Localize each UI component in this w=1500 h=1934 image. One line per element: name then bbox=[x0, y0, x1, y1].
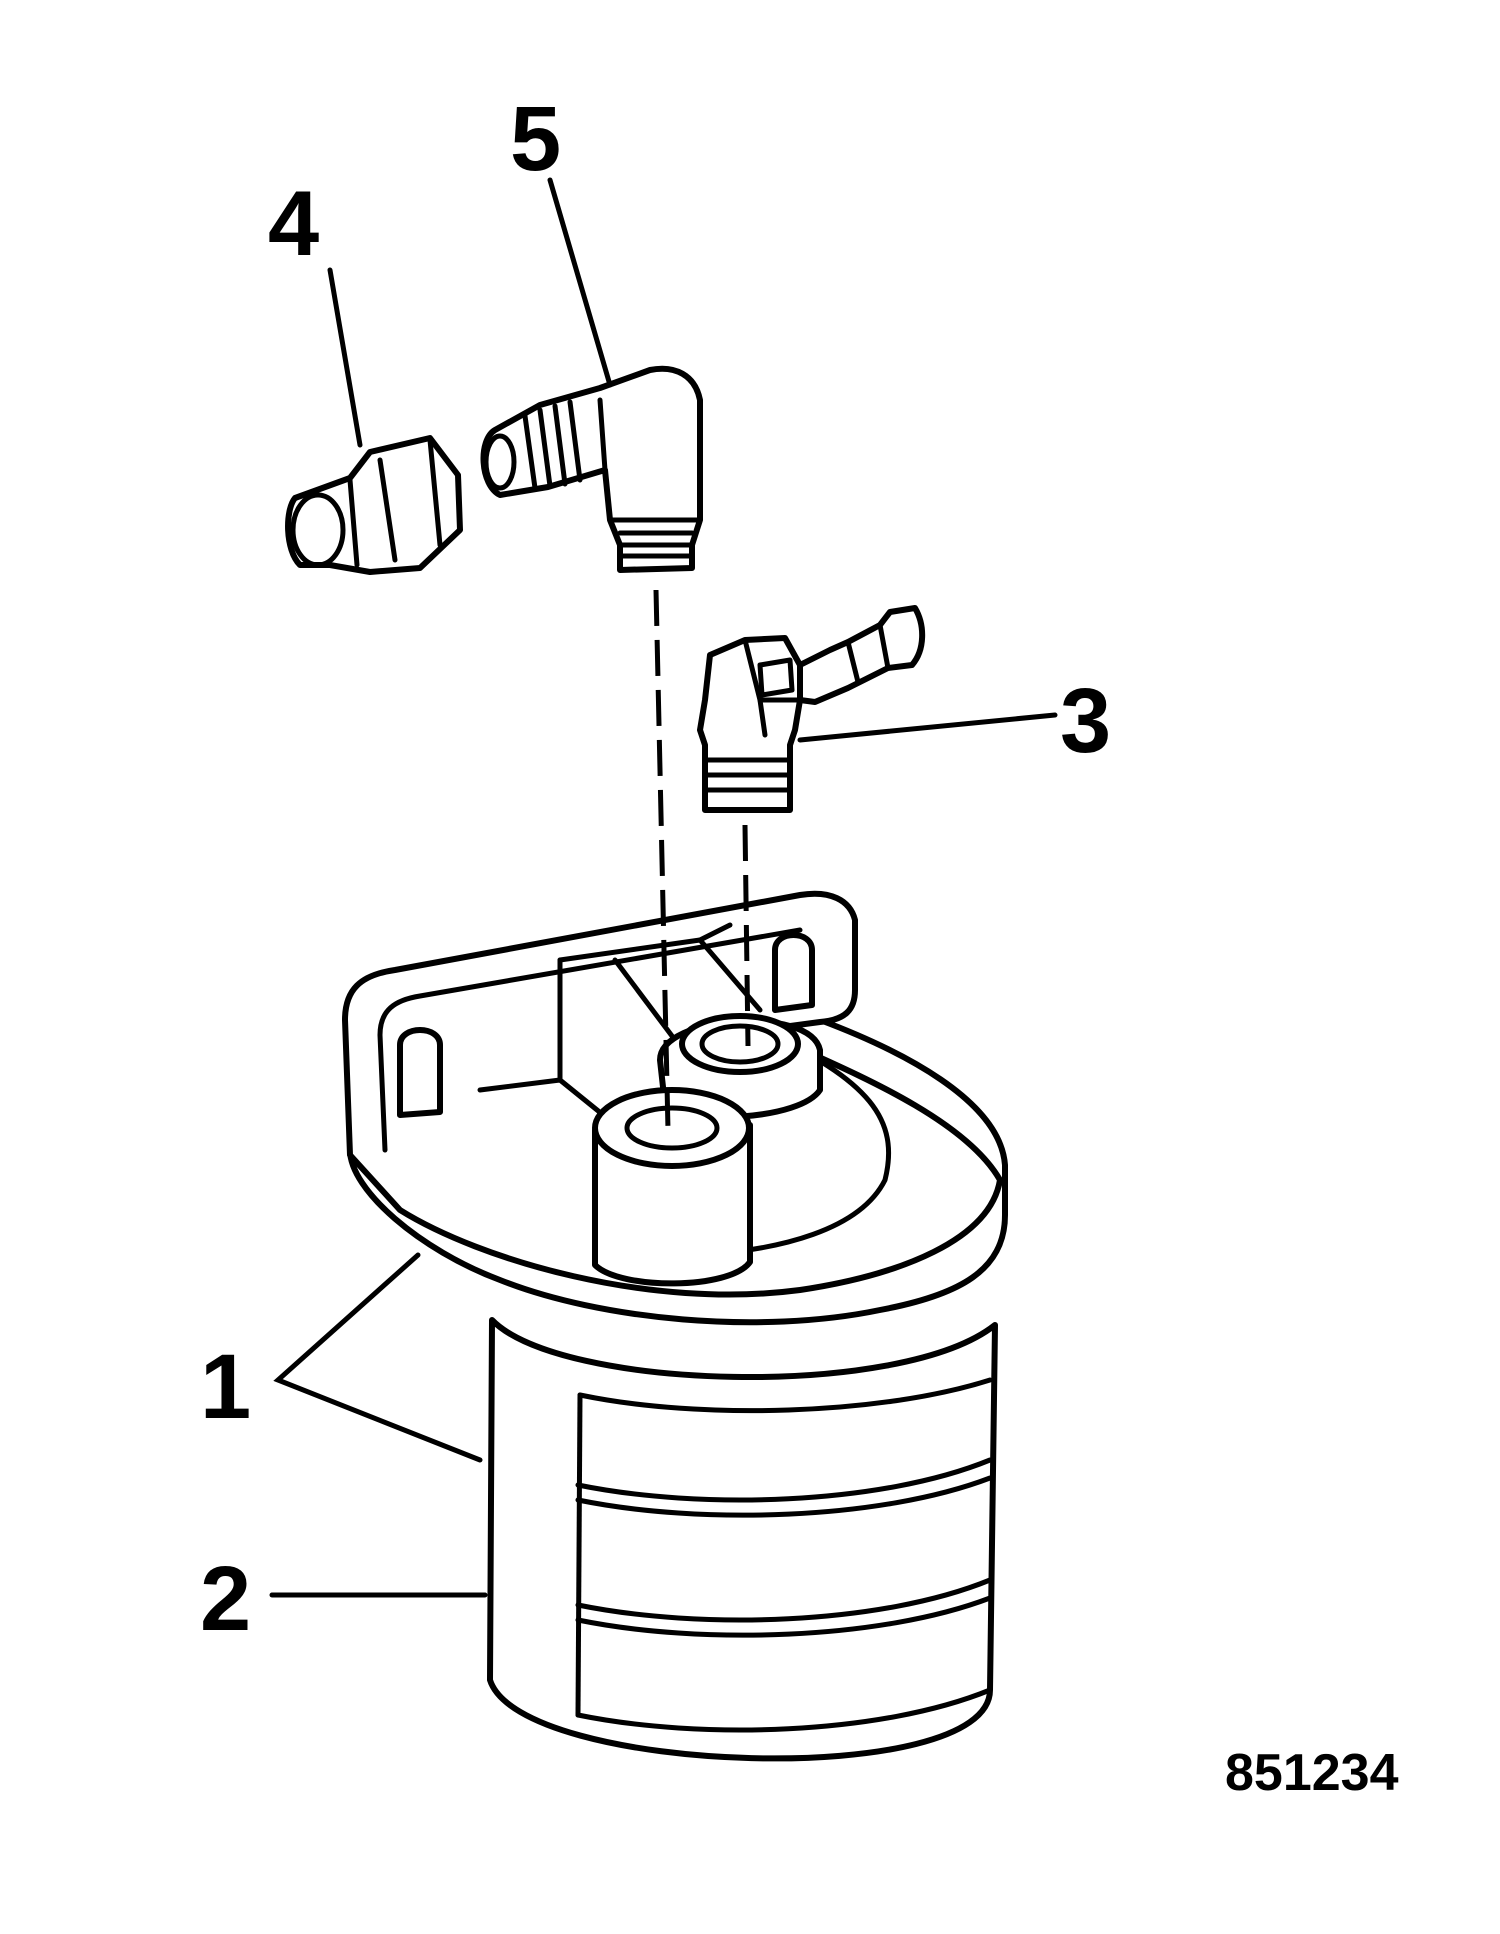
callout-3: 3 bbox=[1060, 670, 1111, 772]
leader-5 bbox=[547, 177, 613, 388]
hex-nut bbox=[285, 435, 463, 575]
hose-elbow bbox=[697, 605, 926, 813]
leader-4 bbox=[327, 267, 363, 448]
callout-2: 2 bbox=[200, 1548, 251, 1650]
elbow-fitting bbox=[480, 365, 703, 573]
assembly-lines bbox=[653, 589, 751, 1131]
leader-3 bbox=[797, 712, 1058, 743]
reference-number: 851234 bbox=[1225, 1744, 1399, 1802]
leader-1 bbox=[273, 1252, 483, 1463]
filter-bowl bbox=[487, 1317, 998, 1762]
callout-1: 1 bbox=[200, 1336, 251, 1438]
callouts: 4 5 3 1 2 851234 bbox=[200, 88, 1399, 1802]
callout-5: 5 bbox=[510, 88, 561, 190]
leader-lines bbox=[269, 177, 1058, 1598]
filter-head bbox=[342, 890, 1008, 1326]
callout-4: 4 bbox=[268, 173, 319, 275]
